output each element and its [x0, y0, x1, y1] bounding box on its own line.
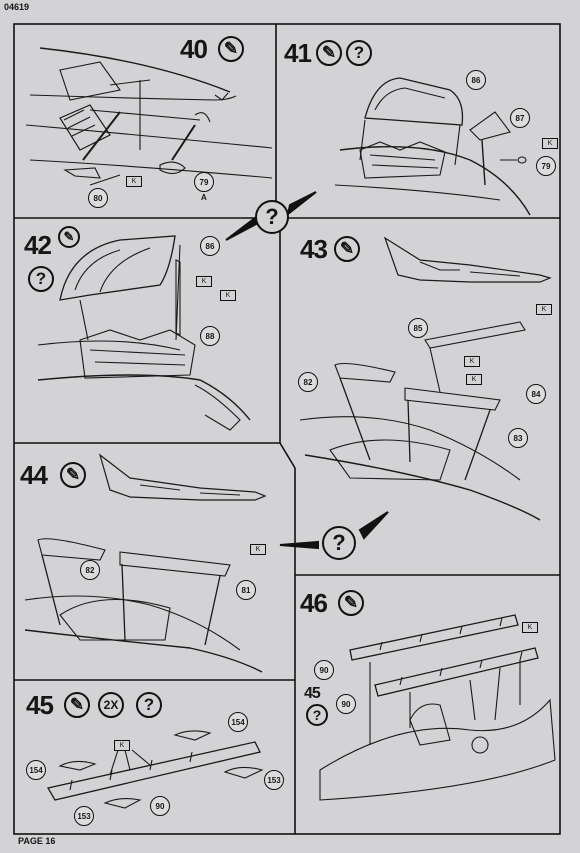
glue-icon: ✎: [316, 40, 342, 66]
decal-marker: K: [250, 544, 266, 555]
part-callout-87: 87: [510, 108, 530, 128]
part-variant-label: A: [201, 193, 207, 202]
glue-icon: ✎: [60, 462, 86, 488]
question-icon: ?: [136, 692, 162, 718]
part-callout-85: 85: [408, 318, 428, 338]
part-callout-82: 82: [298, 372, 318, 392]
step-ref-45: 45: [304, 685, 321, 702]
document-code: 04619: [4, 2, 30, 12]
step-number-43: 43: [300, 234, 328, 264]
decal-marker: K: [466, 374, 482, 385]
part-callout-80: 80: [88, 188, 108, 208]
page-number: PAGE 16: [18, 836, 56, 846]
help-question-icon: ?: [255, 200, 289, 234]
part-callout-153: 153: [264, 770, 284, 790]
step-number-45: 45: [26, 690, 54, 720]
step-number-41: 41: [284, 38, 312, 68]
part-callout-90: 90: [150, 796, 170, 816]
glue-icon: ✎: [218, 36, 244, 62]
part-callout-90: 90: [336, 694, 356, 714]
question-icon: ?: [28, 266, 54, 292]
decal-marker: K: [196, 276, 212, 287]
decal-marker: K: [542, 138, 558, 149]
part-callout-86: 86: [200, 236, 220, 256]
part-callout-82: 82: [80, 560, 100, 580]
question-icon: ?: [306, 704, 328, 726]
part-callout-154: 154: [228, 712, 248, 732]
step-number-42: 42: [24, 230, 52, 260]
decal-marker: K: [536, 304, 552, 315]
part-callout-154: 154: [26, 760, 46, 780]
decal-marker: K: [220, 290, 236, 301]
decal-marker: K: [126, 176, 142, 187]
step-number-46: 46: [300, 588, 328, 618]
part-callout-83: 83: [508, 428, 528, 448]
glue-icon: ✎: [338, 590, 364, 616]
part-callout-79: 79: [194, 172, 214, 192]
part-callout-90: 90: [314, 660, 334, 680]
decal-marker: K: [522, 622, 538, 633]
part-callout-84: 84: [526, 384, 546, 404]
step-number-40: 40: [180, 34, 208, 64]
part-callout-81: 81: [236, 580, 256, 600]
part-callout-88: 88: [200, 326, 220, 346]
glue-icon: ✎: [58, 226, 80, 248]
step-number-44: 44: [20, 460, 48, 490]
decal-marker: K: [464, 356, 480, 367]
part-callout-79: 79: [536, 156, 556, 176]
part-callout-153: 153: [74, 806, 94, 826]
part-callout-86: 86: [466, 70, 486, 90]
decal-marker: K: [114, 740, 130, 751]
multiplier-badge: 2X: [98, 692, 124, 718]
glue-icon: ✎: [64, 692, 90, 718]
glue-icon: ✎: [334, 236, 360, 262]
help-question-icon: ?: [322, 526, 356, 560]
question-icon: ?: [346, 40, 372, 66]
